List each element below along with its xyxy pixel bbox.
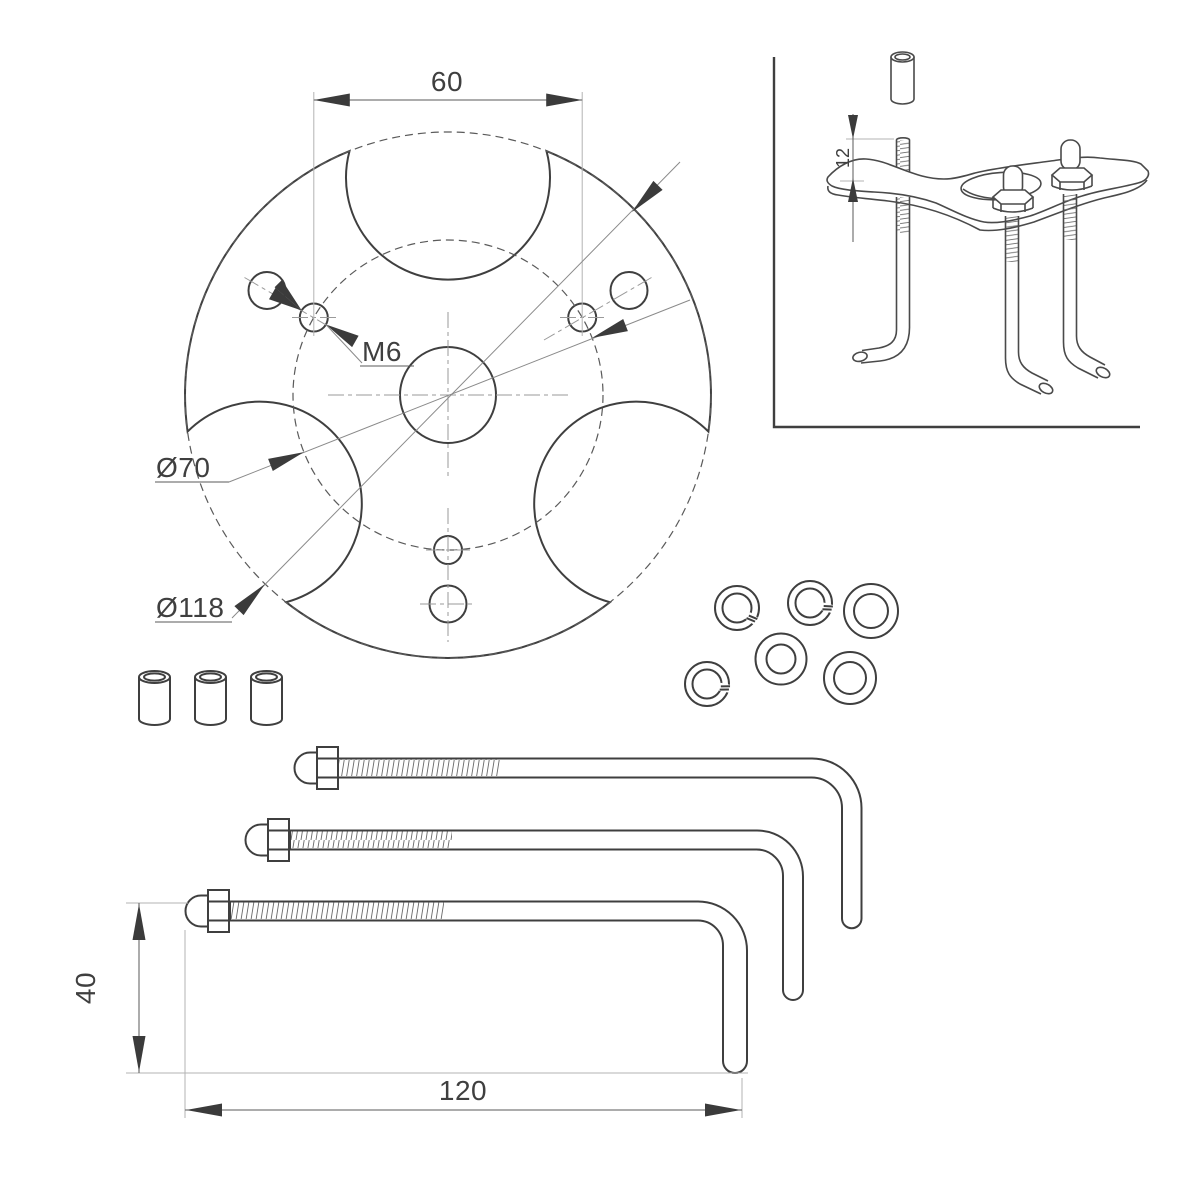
d118-text: Ø118 — [156, 592, 224, 623]
flat-washer-2 — [754, 632, 808, 686]
flat-washer-3 — [823, 651, 877, 705]
bolt-1-nut — [316, 746, 339, 790]
dim-40-text: 40 — [70, 972, 101, 1004]
flat-washer-1 — [843, 583, 899, 639]
lock-washer-1 — [714, 585, 760, 631]
m6-arrow-outer — [274, 279, 302, 311]
outer-diameter-circle — [184, 131, 712, 659]
bolt-3-dome — [184, 894, 211, 928]
callout-m6: M6 — [269, 279, 414, 367]
dimension-12: 12 — [833, 114, 894, 242]
iso-spacer — [890, 51, 915, 105]
centerlines — [244, 277, 652, 642]
dimension-60: 60 — [313, 66, 583, 336]
mount-hole-upper-right — [609, 271, 649, 310]
bolt-2-nut — [267, 818, 290, 862]
spacer-3 — [250, 670, 283, 726]
bolt-3-nut — [207, 889, 230, 933]
washers — [684, 580, 899, 707]
iso-bolt-right — [1050, 139, 1111, 379]
assembly-isometric-view: 12 — [772, 51, 1150, 429]
callout-d118: Ø118 — [155, 161, 681, 623]
inset-frame — [772, 57, 1140, 429]
anchor-bolts: 40 120 — [70, 746, 863, 1118]
anchor-bolt-3 — [184, 889, 748, 1074]
spacer-2 — [194, 670, 227, 726]
anchor-bolt-2 — [244, 818, 804, 1001]
spacer-1 — [138, 670, 171, 726]
dim-12-text: 12 — [833, 148, 853, 168]
m6-text: M6 — [362, 336, 402, 367]
iso-plate — [826, 156, 1150, 232]
bolt-2-dome — [244, 823, 271, 857]
dim-120-text: 120 — [439, 1075, 487, 1106]
spacers — [138, 670, 283, 726]
anchor-bolt-1 — [293, 746, 863, 930]
dim-60-text: 60 — [431, 66, 463, 97]
d70-text: Ø70 — [156, 452, 210, 483]
lock-washer-2 — [787, 580, 834, 626]
dimension-120: 120 — [184, 930, 743, 1118]
bolt-1-dome — [293, 751, 320, 785]
callout-d70: Ø70 — [155, 299, 691, 483]
iso-bolt-middle — [991, 165, 1054, 395]
bolt-circle — [292, 239, 604, 551]
plate-top-view: 60 M6 Ø70 Ø118 — [155, 66, 712, 659]
dimension-40: 40 — [70, 902, 748, 1074]
lock-washer-3 — [684, 661, 731, 707]
iso-bolt-left — [852, 137, 911, 364]
